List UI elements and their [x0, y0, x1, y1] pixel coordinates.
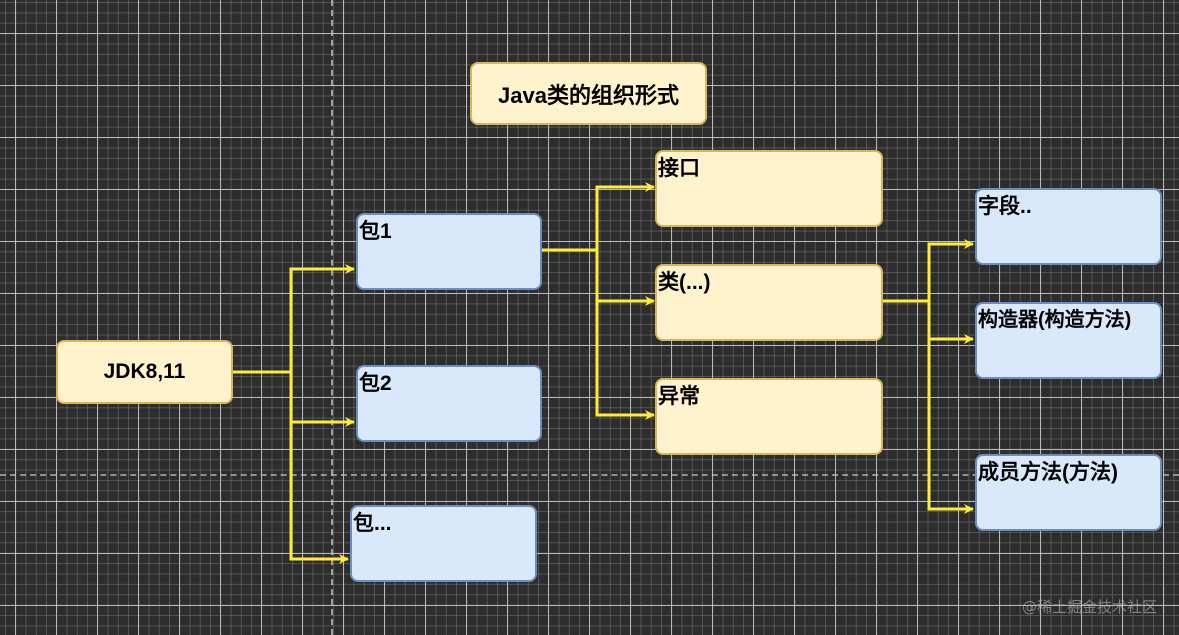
node-package-1[interactable]: 包1 — [356, 213, 542, 290]
node-constructor-label: 构造器(构造方法) — [978, 309, 1132, 331]
node-package-2[interactable]: 包2 — [356, 365, 542, 442]
node-method[interactable]: 成员方法(方法) — [975, 454, 1162, 531]
edge-jdk-package2 — [289, 372, 355, 427]
edge-jdk-package-more — [289, 422, 349, 564]
node-package-more[interactable]: 包... — [350, 505, 537, 582]
edge-package1-exception — [595, 301, 655, 420]
node-jdk-label: JDK8,11 — [103, 360, 186, 383]
node-field[interactable]: 字段.. — [975, 188, 1162, 265]
node-exception-label: 异常 — [658, 385, 700, 408]
node-interface[interactable]: 接口 — [655, 150, 883, 227]
node-package-1-label: 包1 — [359, 220, 392, 243]
node-class-label: 类(...) — [658, 271, 711, 294]
guide-line-vertical — [331, 0, 333, 635]
node-field-label: 字段.. — [978, 195, 1032, 218]
diagram-title[interactable]: Java类的组织形式 — [470, 62, 707, 125]
node-constructor[interactable]: 构造器(构造方法) — [975, 302, 1162, 379]
node-exception[interactable]: 异常 — [655, 378, 883, 455]
guide-line-horizontal — [0, 474, 1179, 476]
edge-jdk-package1 — [232, 264, 355, 374]
edge-class-field — [881, 239, 974, 303]
node-class[interactable]: 类(...) — [655, 264, 883, 341]
node-package-2-label: 包2 — [359, 372, 392, 395]
diagram-title-text: Java类的组织形式 — [498, 82, 679, 108]
edge-package1-interface — [541, 182, 655, 252]
node-interface-label: 接口 — [658, 157, 700, 180]
node-method-label: 成员方法(方法) — [978, 461, 1118, 484]
edge-class-method — [927, 339, 974, 514]
edge-class-constructor — [927, 301, 974, 344]
node-package-more-label: 包... — [353, 512, 392, 535]
watermark: @稀土掘金技术社区 — [1021, 598, 1157, 616]
edge-package1-class — [595, 250, 655, 306]
node-jdk[interactable]: JDK8,11 — [56, 340, 233, 404]
